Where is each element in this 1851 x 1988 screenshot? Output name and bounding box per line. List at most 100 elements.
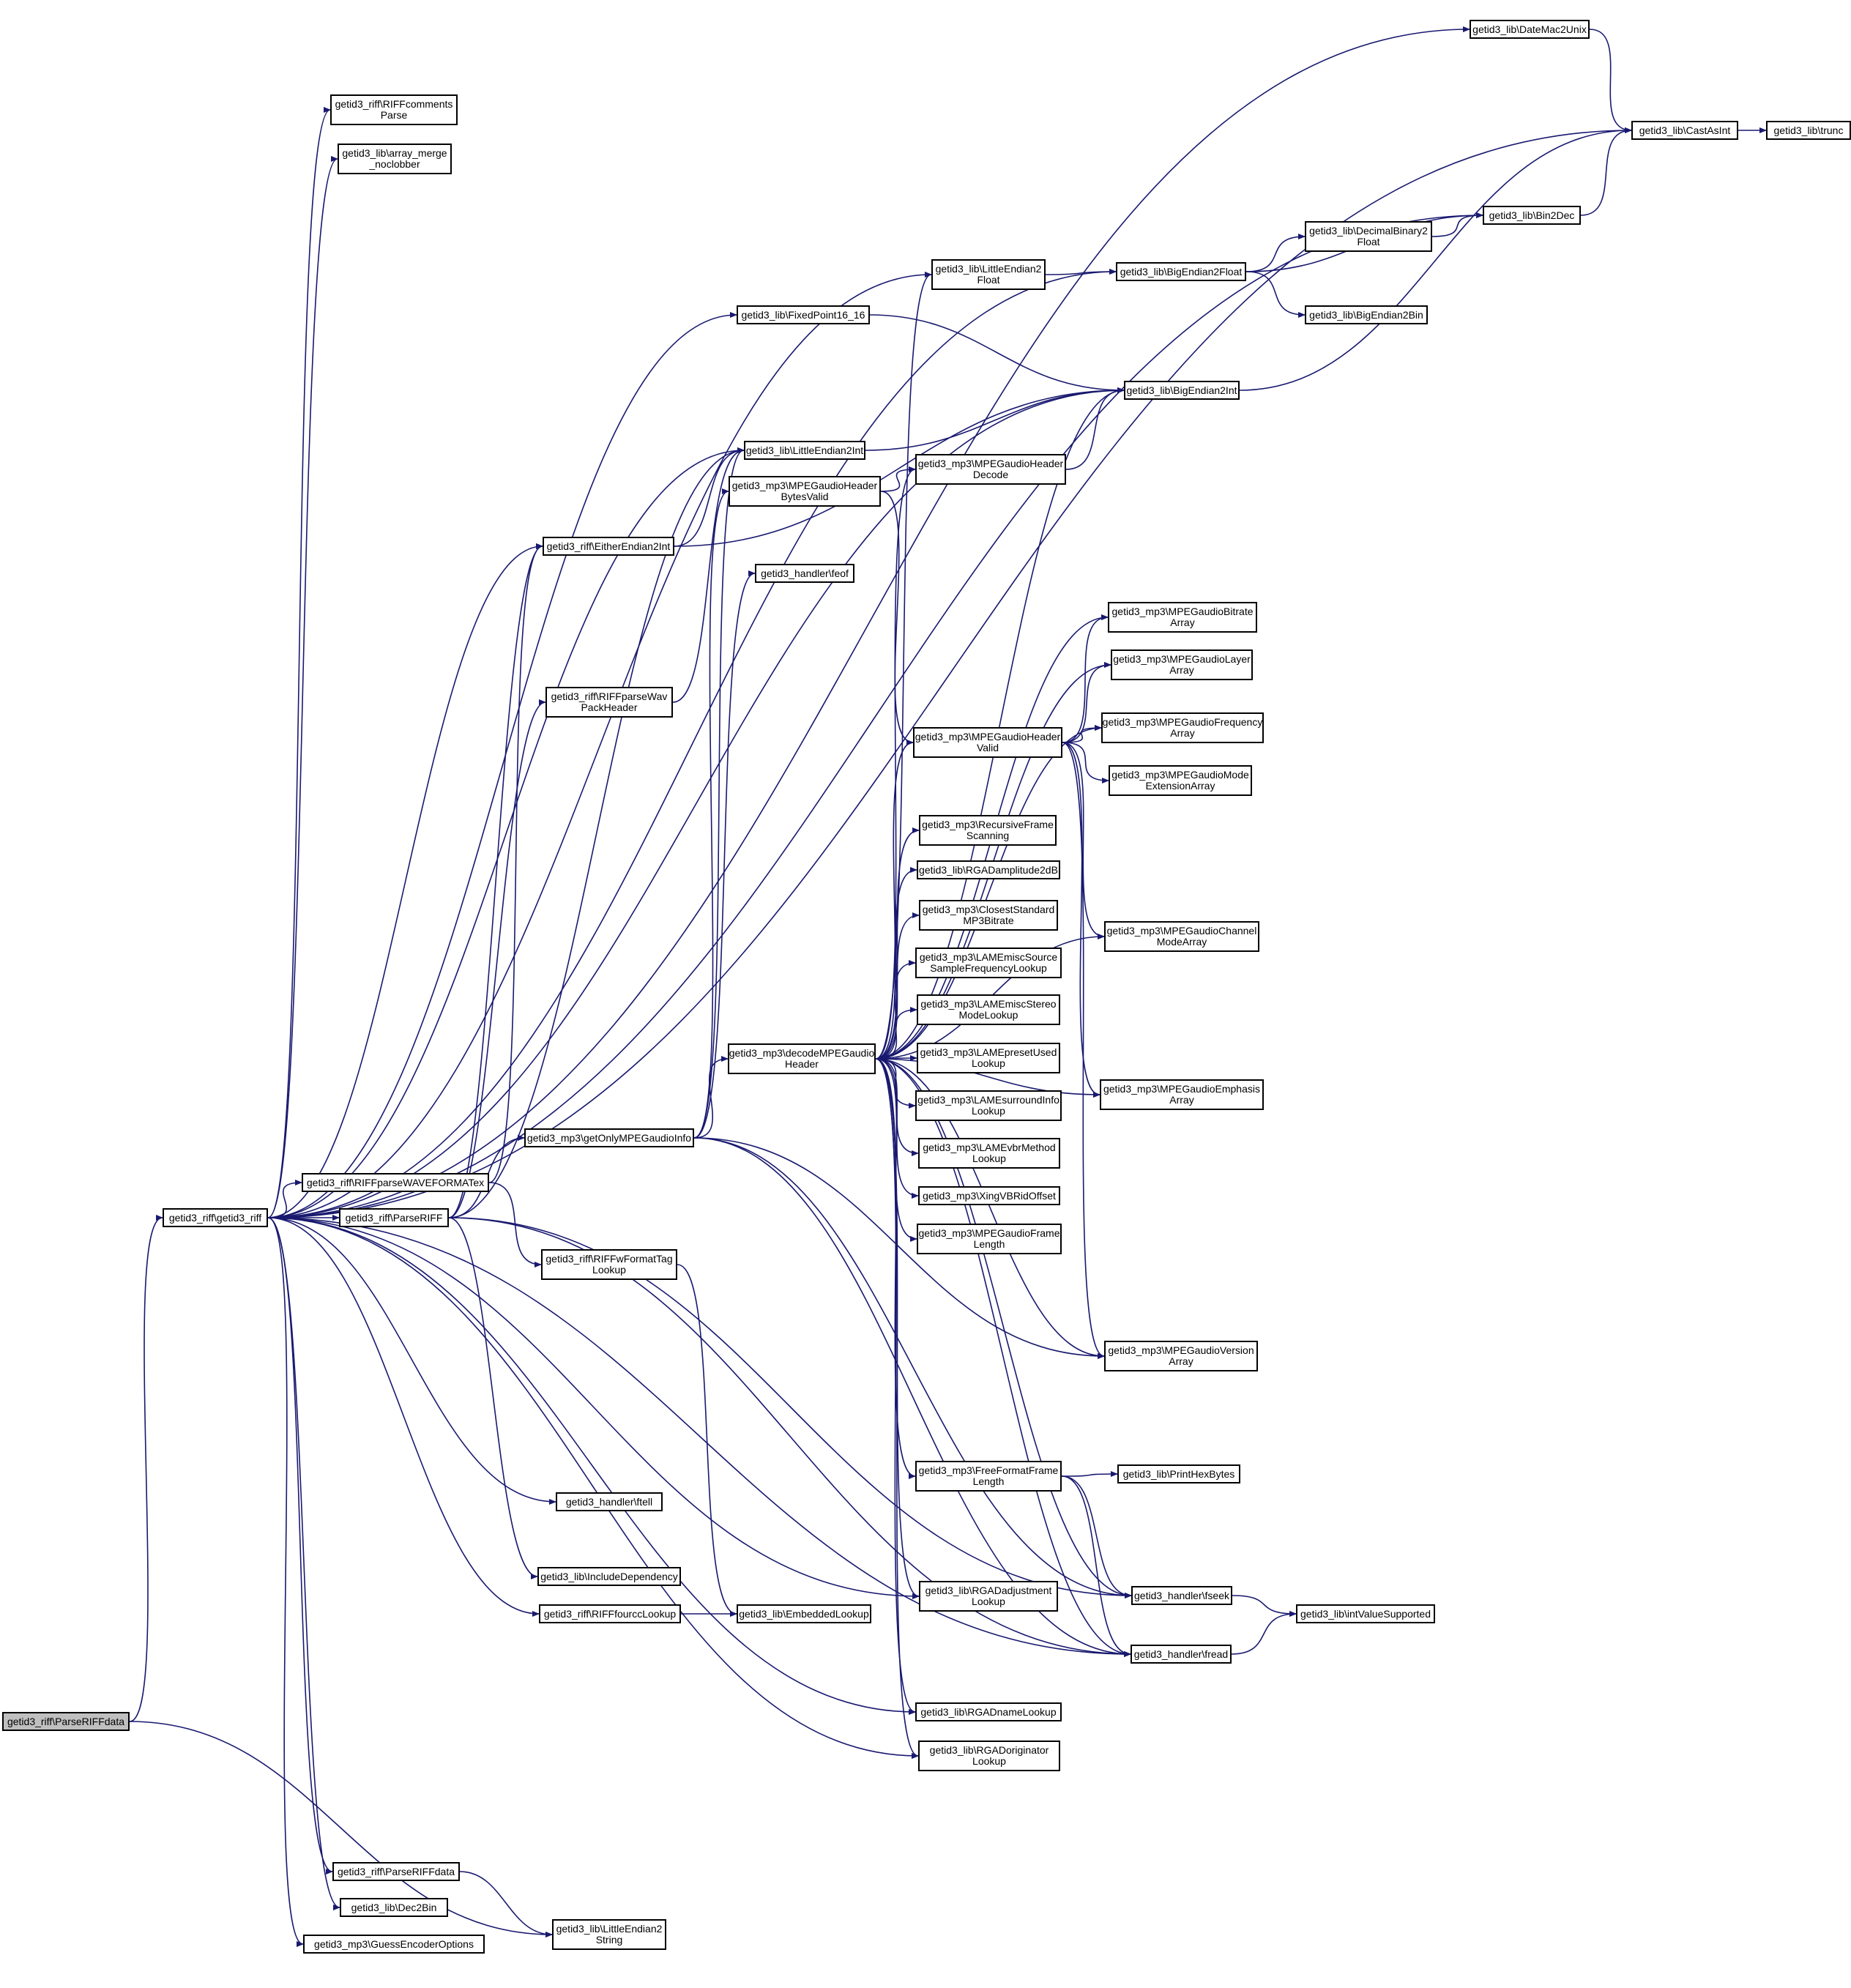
edge-getid3_riff-to-eitherendian2int — [267, 543, 543, 1218]
edge-getonlympeg-to-decodempeg — [693, 1056, 729, 1139]
node-bin2dec[interactable]: getid3_lib\Bin2Dec — [1483, 206, 1581, 225]
edge-decodempeg-to-lamemiscsource — [875, 960, 916, 1060]
node-label-line: getid3_mp3\ClosestStandard — [922, 904, 1055, 915]
node-label-line: getid3_mp3\GuessEncoderOptions — [314, 1937, 474, 1950]
edge-getid3_riff-to-littleendian2float — [267, 272, 932, 1218]
node-label-line: getid3_riff\ParseRIFF — [345, 1211, 443, 1224]
node-label-line: Array — [1169, 1094, 1194, 1106]
node-bigendian2int[interactable]: getid3_lib\BigEndian2Int — [1124, 381, 1240, 400]
node-getonlympeg[interactable]: getid3_mp3\getOnlyMPEGaudioInfo — [524, 1128, 694, 1147]
node-label-line: Length — [972, 1475, 1005, 1487]
node-dec2bin[interactable]: getid3_lib\Dec2Bin — [340, 1898, 448, 1917]
node-label-line: getid3_lib\DateMac2Unix — [1472, 23, 1587, 35]
node-datemac2unix[interactable]: getid3_lib\DateMac2Unix — [1470, 20, 1590, 39]
edge-datemac2unix-to-castasint — [1589, 29, 1632, 133]
edge-headervalid-to-modeextarray — [1062, 742, 1109, 783]
node-label-line: getid3_handler\fread — [1133, 1648, 1229, 1660]
node-xingvbr[interactable]: getid3_mp3\XingVBRidOffset — [918, 1186, 1060, 1205]
node-label-line: Float — [977, 274, 1000, 286]
node-label-line: getid3_riff\getid3_riff — [168, 1211, 262, 1224]
edge-decodempeg-to-rgadoriginator — [875, 1058, 919, 1759]
node-label-line: Array — [1169, 664, 1194, 676]
node-label-line: getid3_mp3\FreeFormatFrame — [918, 1464, 1059, 1476]
node-castasint[interactable]: getid3_lib\CastAsInt — [1631, 121, 1738, 140]
node-label-line: String — [595, 1934, 623, 1946]
edge-getid3_riff-to-bin2dec — [267, 212, 1483, 1218]
edge-headerdecode-to-bigendian2int — [1065, 387, 1125, 470]
node-parseriff[interactable]: getid3_riff\ParseRIFF — [339, 1208, 449, 1227]
node-fread[interactable]: getid3_handler\fread — [1131, 1645, 1232, 1664]
edge-littleendian2float-to-bigendian2float — [1045, 269, 1117, 275]
node-bigendian2bin[interactable]: getid3_lib\BigEndian2Bin — [1305, 305, 1428, 324]
node-intvaluesupported[interactable]: getid3_lib\intValueSupported — [1296, 1604, 1435, 1623]
edge-decodempeg-to-recursiveframe — [875, 827, 920, 1060]
node-trunc[interactable]: getid3_lib\trunc — [1766, 121, 1851, 140]
node-printhexbytes[interactable]: getid3_lib\PrintHexBytes — [1117, 1464, 1240, 1483]
node-label-line: getid3_mp3\LAMEsurroundInfo — [917, 1094, 1059, 1106]
edge-getonlympeg-to-fseek — [693, 1137, 1132, 1598]
node-label-line: getid3_lib\CastAsInt — [1639, 124, 1731, 136]
node-fseek[interactable]: getid3_handler\fseek — [1131, 1586, 1232, 1605]
node-arraymerge[interactable]: getid3_lib\array_merge_noclobber — [338, 144, 452, 174]
node-eitherendian2int[interactable]: getid3_riff\EitherEndian2Int — [543, 537, 674, 556]
edge-parseriffdata2-to-littleendian2string — [459, 1871, 553, 1937]
node-guessencoder[interactable]: getid3_mp3\GuessEncoderOptions — [303, 1935, 485, 1954]
node-label-line: Lookup — [972, 1105, 1005, 1117]
node-ftell[interactable]: getid3_handler\ftell — [556, 1492, 663, 1511]
node-getid3-riff[interactable]: getid3_riff\getid3_riff — [163, 1208, 268, 1227]
node-rgadamplitude[interactable]: getid3_lib\RGADamplitude2dB — [917, 860, 1060, 879]
edge-decodempeg-to-headervalid — [875, 740, 914, 1060]
node-label-line: Lookup — [592, 1264, 626, 1276]
edge-headervalid-to-bitratearray — [1062, 614, 1109, 743]
node-feof[interactable]: getid3_handler\feof — [755, 564, 854, 583]
node-fixedpoint16[interactable]: getid3_lib\FixedPoint16_16 — [737, 305, 870, 324]
node-parseriffdata2[interactable]: getid3_riff\ParseRIFFdata — [332, 1862, 460, 1881]
edge-bigendian2float-to-bigendian2bin — [1245, 271, 1306, 318]
node-label-line: getid3_riff\ParseRIFFdata — [7, 1715, 125, 1727]
node-label-line: ModeLookup — [958, 1009, 1018, 1021]
node-riffoourcc[interactable]: getid3_riff\RIFFfourccLookup — [539, 1604, 681, 1623]
node-embeddedlookup[interactable]: getid3_lib\EmbeddedLookup — [737, 1604, 871, 1623]
node-label-line: getid3_lib\RGADnameLookup — [920, 1705, 1057, 1718]
node-riffparsewaveformatex[interactable]: getid3_riff\RIFFparseWAVEFORMATex — [302, 1173, 489, 1192]
node-includedependency[interactable]: getid3_lib\IncludeDependency — [537, 1567, 681, 1586]
node-bigendian2float[interactable]: getid3_lib\BigEndian2Float — [1116, 262, 1246, 281]
edge-headerbytesvalid-to-headerdecode — [880, 466, 916, 492]
node-rgadname[interactable]: getid3_lib\RGADnameLookup — [915, 1702, 1062, 1721]
edge-riffwformattag-to-embeddedlookup — [677, 1264, 737, 1617]
node-parseriffdata-root[interactable]: getid3_riff\ParseRIFFdata — [2, 1712, 130, 1731]
node-label-line: getid3_mp3\MPEGaudioFrame — [918, 1227, 1060, 1239]
node-littleendian2int[interactable]: getid3_lib\LittleEndian2Int — [744, 441, 865, 460]
edge-getid3_riff-to-riffparsewaveformatex — [267, 1180, 302, 1218]
node-label-line: getid3_lib\RGADamplitude2dB — [919, 863, 1058, 876]
edge-getonlympeg-to-feof — [693, 570, 756, 1139]
